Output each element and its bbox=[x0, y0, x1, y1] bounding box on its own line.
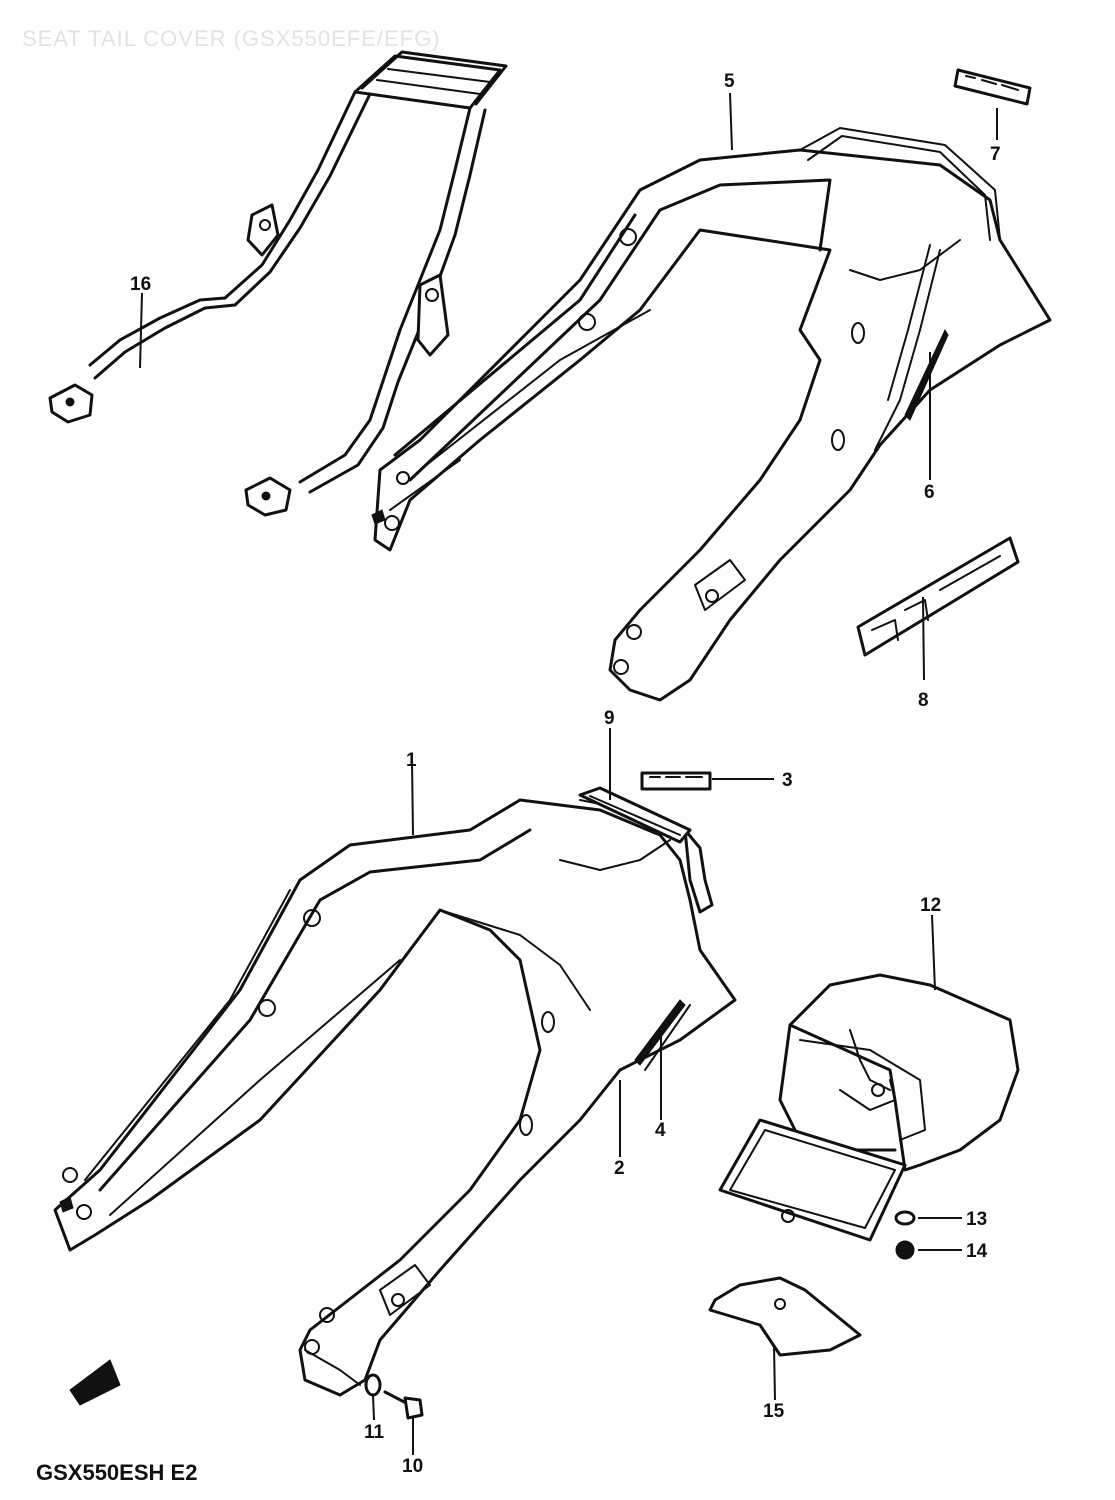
model-code: GSX550ESH E2 bbox=[36, 1460, 198, 1485]
emblem-part-8 bbox=[856, 536, 1020, 657]
seal-part-9 bbox=[578, 786, 692, 844]
front-arrow-icon bbox=[69, 1359, 121, 1406]
washer-part-13 bbox=[894, 1210, 916, 1226]
callout-3: 3 bbox=[782, 770, 793, 791]
diagram-title: SEAT TAIL COVER (GSX550EFE/EFG) bbox=[22, 26, 441, 51]
tail-cover-lower-part-1 bbox=[53, 798, 737, 1397]
nut-part-14 bbox=[895, 1240, 915, 1260]
leader-lines bbox=[139, 92, 998, 1455]
tail-box-part-12 bbox=[718, 973, 1020, 1242]
trim-strip-part-6 bbox=[904, 328, 949, 421]
callout-12: 12 bbox=[920, 895, 941, 916]
callout-11: 11 bbox=[364, 1422, 385, 1443]
callout-15: 15 bbox=[763, 1401, 785, 1422]
callout-16: 16 bbox=[130, 274, 151, 295]
luggage-rack-part-16 bbox=[48, 50, 508, 517]
callout-6: 6 bbox=[924, 482, 935, 503]
callout-4: 4 bbox=[655, 1120, 666, 1141]
callout-5: 5 bbox=[724, 71, 735, 92]
callout-1: 1 bbox=[406, 750, 417, 771]
callout-9: 9 bbox=[604, 708, 615, 729]
callout-13: 13 bbox=[966, 1209, 987, 1230]
callout-14: 14 bbox=[966, 1241, 988, 1262]
emblem-part-3 bbox=[640, 771, 712, 791]
callout-labels: 16 5 7 6 8 9 3 1 12 4 2 13 14 15 11 10 bbox=[130, 71, 1001, 1477]
callout-7: 7 bbox=[990, 144, 1001, 165]
washer-part-11 bbox=[364, 1373, 382, 1397]
callout-10: 10 bbox=[402, 1456, 423, 1477]
shield-part-15 bbox=[708, 1276, 862, 1357]
callout-8: 8 bbox=[918, 690, 929, 711]
bolt-part-10 bbox=[383, 1390, 424, 1420]
tail-cover-upper-part-5 bbox=[371, 127, 1052, 702]
callout-2: 2 bbox=[614, 1158, 625, 1179]
emblem-part-7 bbox=[953, 68, 1032, 106]
trim-strip-part-4 bbox=[634, 999, 691, 1071]
